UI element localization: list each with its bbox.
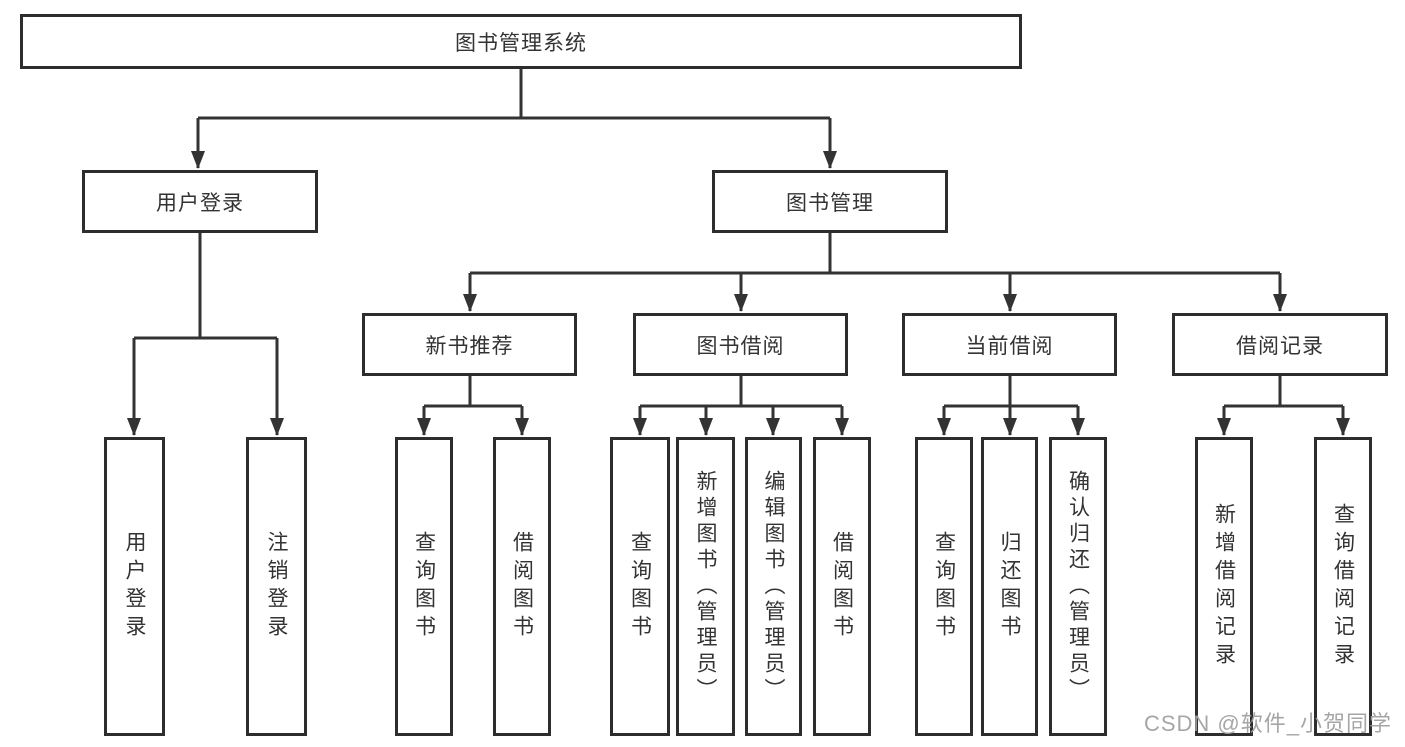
leaf-add-borrow-record: 新增借阅记录 (1195, 437, 1253, 736)
node-user-login: 用户登录 (82, 170, 318, 233)
leaf-borrow-books: 借阅图书 (813, 437, 871, 736)
node-borrowing-records: 借阅记录 (1172, 313, 1388, 376)
leaf-borrow-books-recommend: 借阅图书 (493, 437, 551, 736)
leaf-logout: 注销登录 (246, 437, 307, 736)
leaf-edit-books-admin: 编辑图书（管理员） (745, 437, 802, 736)
leaf-add-books-admin: 新增图书（管理员） (676, 437, 735, 736)
watermark: CSDN @软件_小贺同学 (1143, 711, 1392, 736)
node-new-book-recommendation: 新书推荐 (362, 313, 577, 376)
node-book-borrowing: 图书借阅 (633, 313, 848, 376)
leaf-query-books-recommend: 查询图书 (395, 437, 453, 736)
node-current-borrowing: 当前借阅 (902, 313, 1117, 376)
node-library-management-system: 图书管理系统 (20, 14, 1022, 69)
leaf-user-login: 用户登录 (104, 437, 165, 736)
leaf-query-books-borrow: 查询图书 (610, 437, 670, 736)
leaf-return-books: 归还图书 (981, 437, 1038, 736)
leaf-query-borrow-record: 查询借阅记录 (1314, 437, 1372, 736)
leaf-confirm-return-admin: 确认归还（管理员） (1049, 437, 1107, 736)
node-book-management: 图书管理 (712, 170, 948, 233)
leaf-query-books-current: 查询图书 (915, 437, 973, 736)
